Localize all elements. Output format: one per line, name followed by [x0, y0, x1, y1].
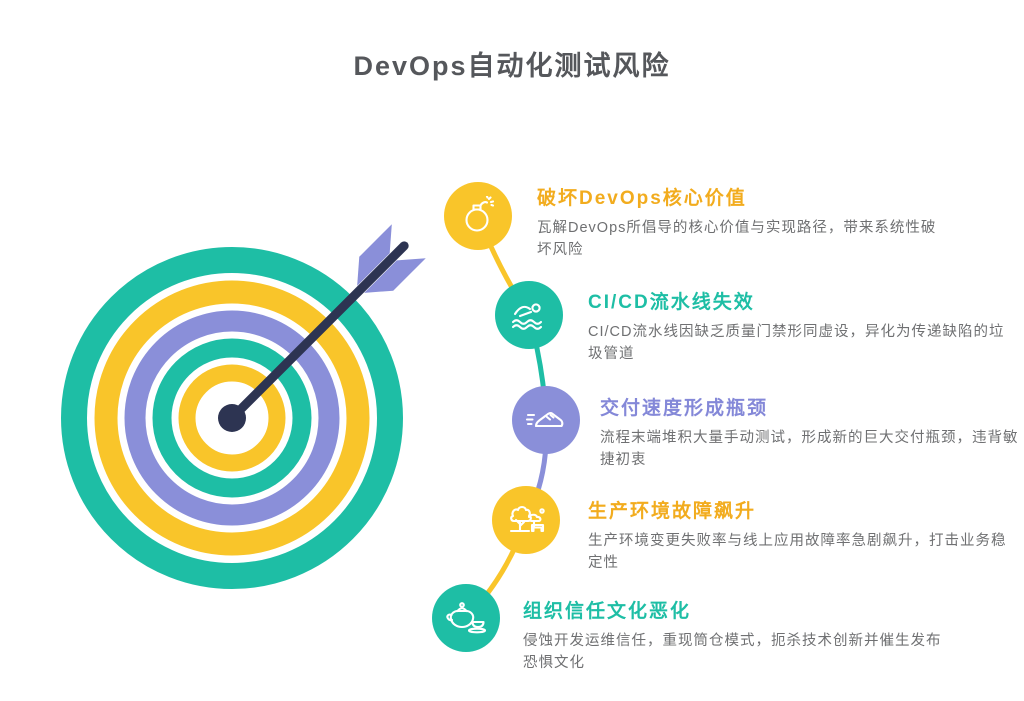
item-description: 流程末端堆积大量手动测试，形成新的巨大交付瓶颈，违背敏捷初衷 — [600, 430, 1019, 468]
timeline-item-5: 组织信任文化恶化 侵蚀开发运维信任，重现筒仓模式，扼杀技术创新并催生发布恐惧文化 — [523, 596, 948, 674]
item-title: 组织信任文化恶化 — [523, 601, 692, 622]
timeline-node-1 — [444, 182, 512, 250]
timeline-item-2: CI/CD流水线失效 CI/CD流水线因缺乏质量门禁形同虚设，异化为传递缺陷的垃… — [588, 287, 1008, 365]
target-arrow-illustration — [61, 224, 426, 589]
item-description: 侵蚀开发运维信任，重现筒仓模式，扼杀技术创新并催生发布恐惧文化 — [523, 633, 942, 671]
bomb-icon — [465, 196, 495, 232]
item-title: 破坏DevOps核心价值 — [537, 188, 747, 209]
item-description: CI/CD流水线因缺乏质量门禁形同虚设，异化为传递缺陷的垃圾管道 — [588, 324, 1005, 362]
arrow — [218, 224, 426, 432]
target-rings — [61, 247, 403, 589]
timeline-node-4 — [492, 486, 560, 554]
swimmer-icon — [511, 303, 543, 330]
page-title: DevOps自动化测试风险 — [353, 51, 671, 81]
timeline-item-3: 交付速度形成瓶颈 流程末端堆积大量手动测试，形成新的巨大交付瓶颈，违背敏捷初衷 — [600, 393, 1020, 471]
timeline-node-2 — [495, 281, 563, 349]
park-trees-icon — [509, 505, 545, 533]
item-title: 交付速度形成瓶颈 — [600, 398, 769, 419]
item-title: 生产环境故障飙升 — [588, 501, 757, 522]
item-description: 生产环境变更失败率与线上应用故障率急剧飙升，打击业务稳定性 — [588, 533, 1007, 571]
timeline-node-5 — [432, 584, 500, 652]
item-description: 瓦解DevOps所倡导的核心价值与实现路径，带来系统性破坏风险 — [537, 220, 937, 258]
timeline-item-4: 生产环境故障飙升 生产环境变更失败率与线上应用故障率急剧飙升，打击业务稳定性 — [588, 496, 1018, 574]
timeline-node-3 — [512, 386, 580, 454]
timeline-item-1: 破坏DevOps核心价值 瓦解DevOps所倡导的核心价值与实现路径，带来系统性… — [537, 183, 947, 261]
item-title: CI/CD流水线失效 — [588, 292, 755, 313]
teapot-icon — [446, 602, 487, 634]
running-shoe-icon — [525, 411, 564, 428]
